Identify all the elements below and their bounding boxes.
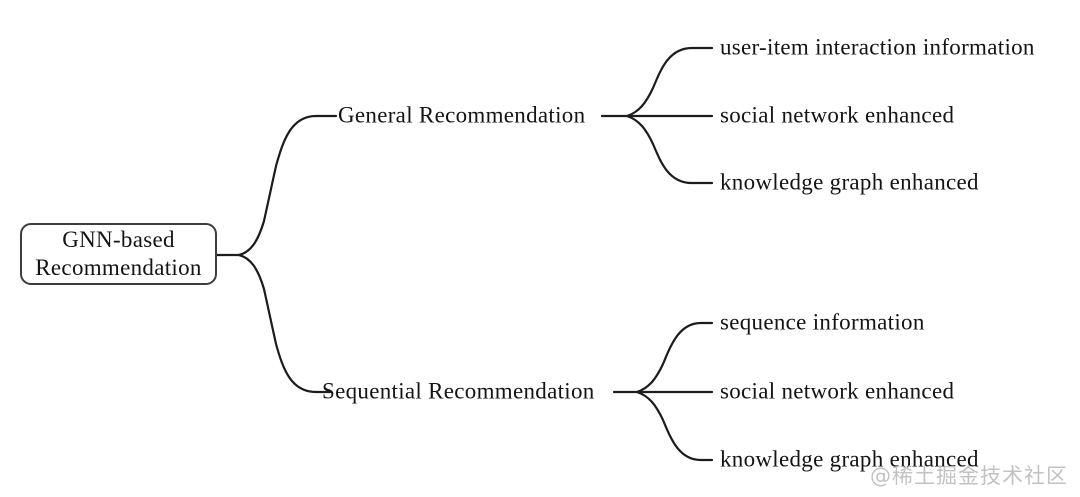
leaf-label-sequence-information: sequence information: [720, 309, 925, 335]
connector-general-to-knowledge: [625, 114, 714, 185]
connector-root-to-sequential: [237, 253, 332, 394]
leaf-label-general-knowledge-graph: knowledge graph enhanced: [720, 169, 979, 195]
branch-label-sequential: Sequential Recommendation: [322, 378, 595, 404]
connector-root-to-general: [237, 114, 338, 257]
root-node: GNN-based Recommendation: [20, 223, 217, 285]
connector-general-to-useritem: [625, 46, 714, 118]
root-node-line1: GNN-based: [62, 227, 175, 252]
watermark-text: @稀土掘金技术社区: [870, 464, 1068, 488]
branch-label-general: General Recommendation: [338, 102, 586, 128]
root-node-line2: Recommendation: [35, 255, 202, 280]
leaf-label-sequential-knowledge-graph: knowledge graph enhanced: [720, 446, 979, 472]
connector-sequential-to-knowledge: [635, 390, 714, 462]
leaf-label-general-social-network: social network enhanced: [720, 102, 955, 128]
connector-sequential-to-sequence: [635, 321, 714, 394]
leaf-label-sequential-social-network: social network enhanced: [720, 378, 955, 404]
leaf-label-user-item-interaction: user-item interaction information: [720, 34, 1035, 60]
